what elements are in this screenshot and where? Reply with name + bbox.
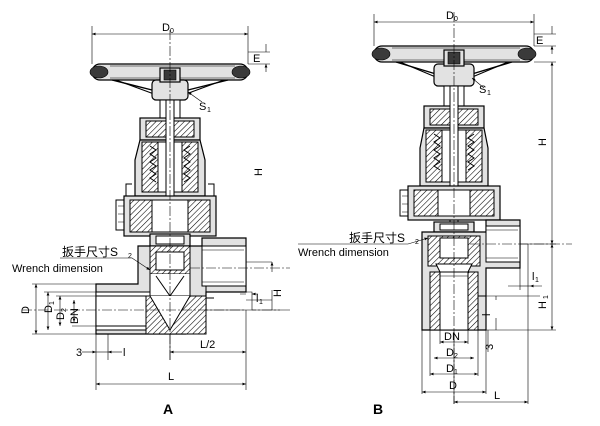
view-b-d0-sub: 0: [454, 16, 458, 23]
view-b-d1-sub: 1: [454, 369, 458, 376]
view-a-d2-sub: 2: [61, 308, 68, 312]
view-a-h-label: H: [253, 168, 265, 176]
view-b-s1-sub: 1: [487, 90, 491, 97]
view-b-h-label: H: [537, 138, 549, 146]
view-a-dn-label: DN: [69, 308, 81, 324]
view-a-d-label: D: [20, 306, 32, 314]
view-b-e-label: E: [536, 35, 543, 47]
view-b-h1-sub: 1: [543, 295, 550, 299]
view-a-d1-label: D: [43, 305, 55, 313]
view-b-length-label: L: [494, 390, 500, 402]
view-b-l1-sub: 1: [535, 277, 539, 284]
view-a-d0-sub: 0: [170, 28, 174, 35]
view-b-s1-label: S: [479, 84, 486, 96]
view-a-bonnet: [115, 99, 217, 247]
view-b-d2-label: D: [446, 347, 454, 359]
view-b-l-label: l: [481, 314, 493, 316]
view-a-wrench-en-label: Wrench dimension: [12, 263, 103, 275]
view-a-h1-label: H: [272, 289, 284, 297]
view-b-l1-label: l: [532, 271, 534, 283]
view-a-d2-label: D: [55, 312, 67, 320]
view-b-3-label: 3: [484, 344, 496, 350]
view-a-l1-label: l: [256, 293, 258, 305]
view-a-e-label: E: [253, 53, 260, 65]
view-a-handwheel: [89, 63, 251, 101]
view-b-wrench-cn-label: 扳手尺寸S: [349, 231, 405, 245]
view-b: D 0 E S 1 H H 1 l 1 l 3 DN D 2: [298, 10, 572, 417]
view-a-d0-label: D: [162, 22, 170, 34]
view-a-body: [95, 237, 247, 335]
view-a-length-label: L: [168, 371, 174, 383]
view-a: D 0 E S 1 H H l 1 D D 1 D 2 DN: [12, 22, 290, 417]
view-b-d-label: D: [449, 380, 457, 392]
view-b-d1-label: D: [446, 363, 454, 375]
view-a-s1-label: S: [199, 101, 206, 113]
view-b-body: [421, 219, 521, 331]
view-a-wrench-cn-sub: 2: [128, 253, 132, 260]
view-a-3-label: 3: [76, 347, 82, 359]
view-b-caption: B: [373, 401, 383, 417]
view-b-wrench-cn-sub: 2: [415, 239, 419, 246]
view-b-d0-label: D: [446, 10, 454, 22]
view-a-l1-sub: 1: [259, 299, 263, 306]
view-b-d2-sub: 2: [454, 353, 458, 360]
view-a-caption: A: [163, 401, 173, 417]
view-b-wrench-en-label: Wrench dimension: [298, 247, 389, 259]
view-a-l-half-label: L/2: [200, 339, 215, 351]
view-a-s1-sub: 1: [207, 107, 211, 114]
view-a-l-label: l: [123, 347, 125, 359]
view-a-wrench-cn-label: 扳手尺寸S: [62, 245, 118, 259]
view-b-dn-label: DN: [444, 331, 460, 343]
view-b-h1-label: H: [537, 301, 549, 309]
view-a-d1-sub: 1: [49, 301, 56, 305]
